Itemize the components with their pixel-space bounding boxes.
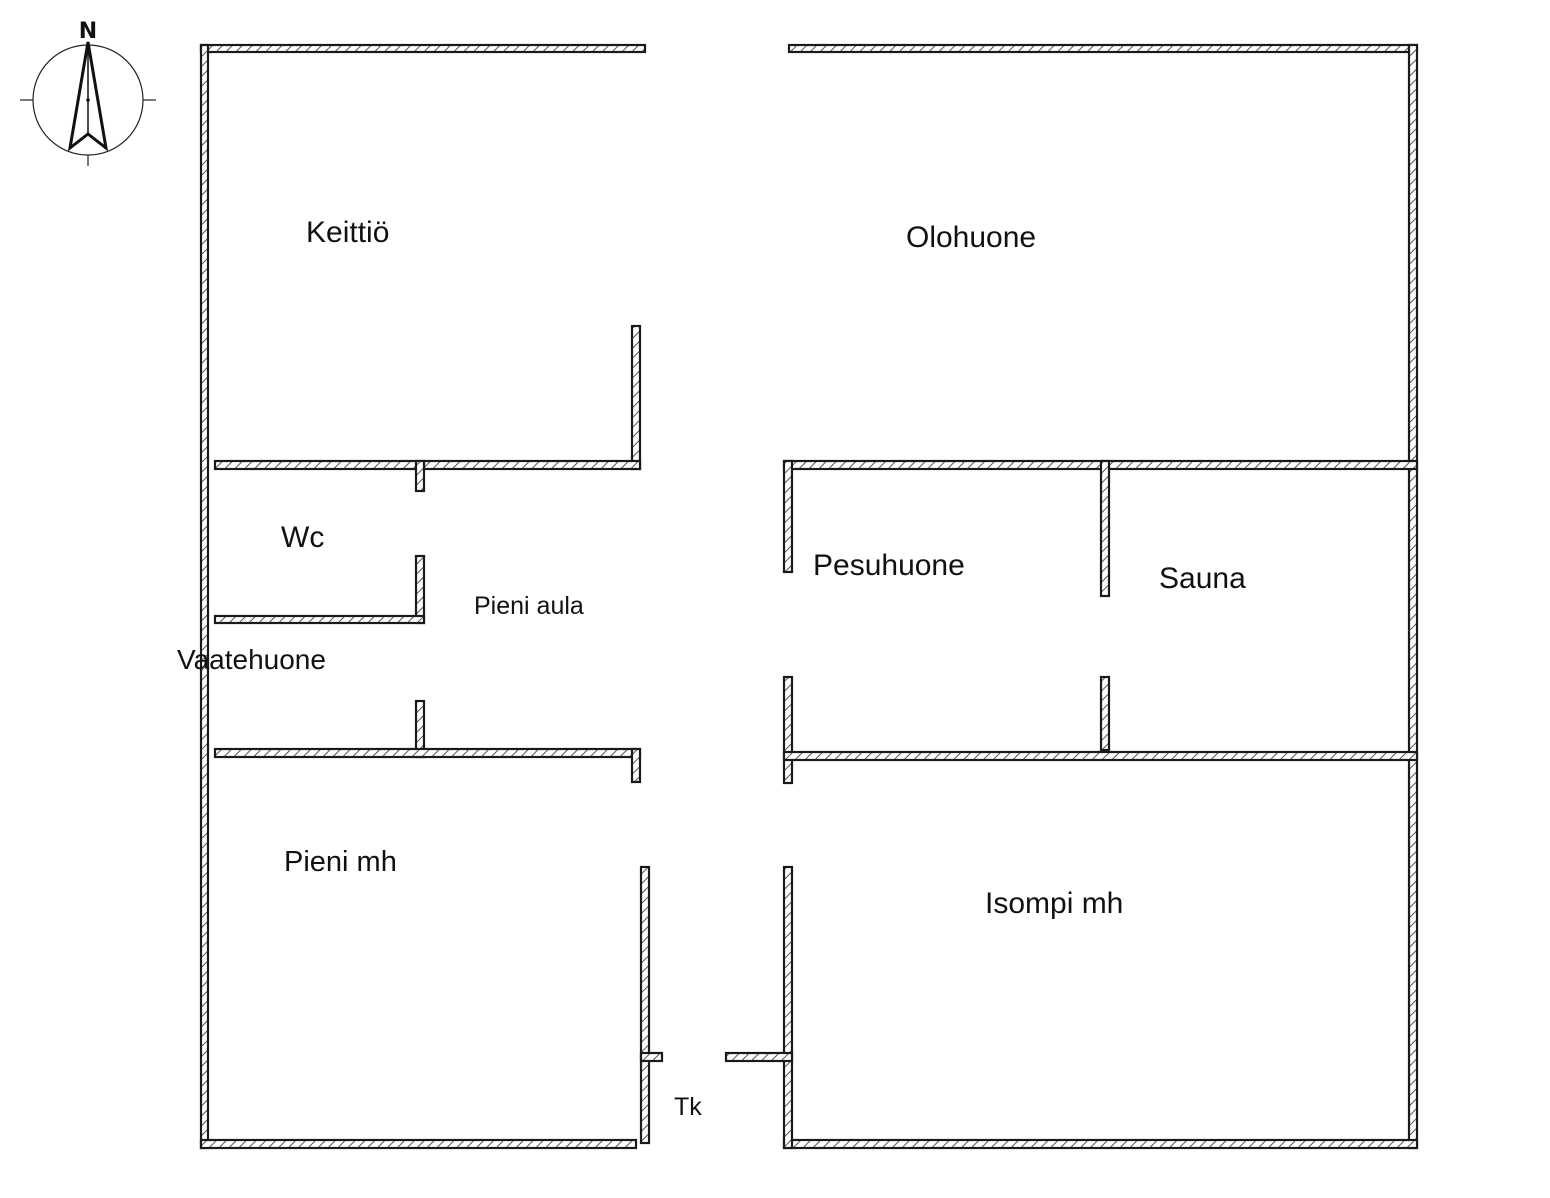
room-label-sauna: Sauna [1159,562,1246,595]
wc-door-stub-top [414,459,426,493]
bathroom-left-wall-lower [782,675,794,785]
room-label-keittio: Keittiö [306,216,389,249]
large-bedroom-left-wall [782,865,794,1150]
room-label-pieni-mh: Pieni mh [284,846,397,878]
room-label-pieni-aula: Pieni aula [474,592,584,620]
room-label-wc: Wc [281,521,324,554]
kitchen-partition-vertical [630,324,642,471]
wall-left [199,43,210,1150]
right-interior-walls [724,459,1419,1150]
small-bedroom-right-wall [639,865,651,1145]
small-bedroom-door-stub [630,747,642,784]
closet-stub-left [639,1051,664,1063]
exterior-walls [199,43,1419,1150]
wall-top-right [787,43,1419,54]
sauna-partition-lower [1099,675,1111,752]
left-interior-walls [213,324,664,1145]
north-arrow-icon [20,41,156,166]
room-label-olohuone: Olohuone [906,221,1036,254]
small-bedroom-top-wall [213,747,642,759]
wc-partition-vertical [414,554,426,625]
compass-north-letter: N [79,19,97,44]
compass: N [20,19,156,166]
room-label-tk: Tk [674,1093,702,1121]
wall-top-left [199,43,647,54]
bathroom-left-wall-upper [782,459,794,574]
sauna-partition-upper [1099,459,1111,598]
room-label-isompi-mh: Isompi mh [985,887,1123,920]
kitchen-partition-horizontal [213,459,642,471]
room-label-pesuhuone: Pesuhuone [813,549,965,582]
large-bedroom-top-wall [782,750,1419,762]
room-label-vaatehuone: Vaatehuone [177,644,326,675]
wall-bottom-left [199,1138,638,1150]
wall-right [1407,43,1419,1150]
wc-partition-horizontal [213,614,426,625]
wall-bottom-right [782,1138,1419,1150]
room-labels: Keittiö Olohuone Wc Pieni aula Vaatehuon… [177,216,1246,1121]
closet-stub-right [724,1051,794,1063]
